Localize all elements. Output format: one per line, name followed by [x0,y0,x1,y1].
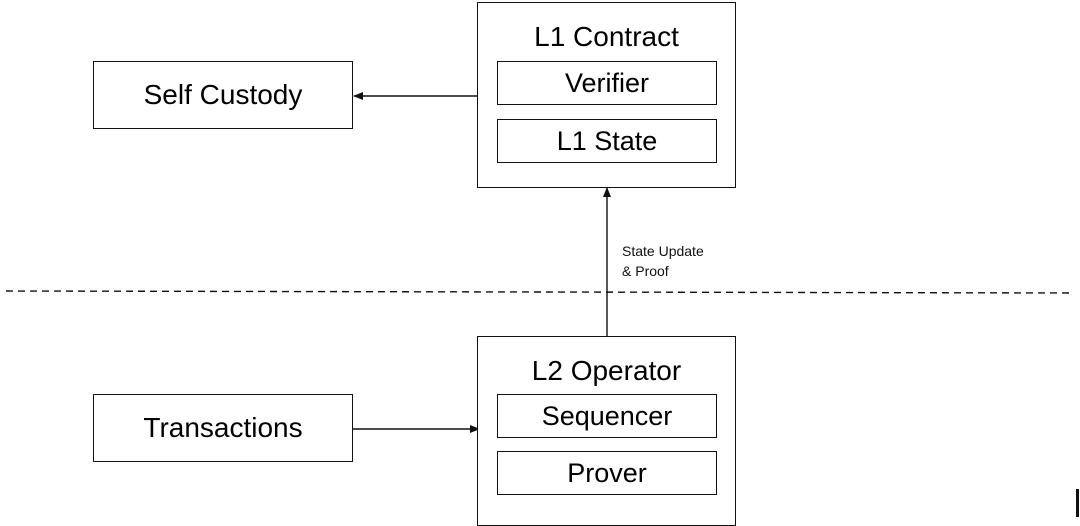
l2-operator-box: L2 Operator Sequencer Prover [477,336,736,526]
state-update-label-line-2: & Proof [622,263,669,279]
l1-contract-box: L1 Contract Verifier L1 State [477,2,736,188]
l1-contract-title: L1 Contract [534,21,679,52]
transactions-box: Transactions [93,394,353,462]
state-update-label: State Update & Proof [622,241,704,281]
prover-box: Prover [497,451,717,495]
sequencer-box: Sequencer [497,394,717,438]
verifier-box: Verifier [497,61,717,105]
state-update-label-line-1: State Update [622,243,704,259]
layer-boundary-dashed-line [5,290,1075,294]
l1-state-box: L1 State [497,119,717,163]
self-custody-box: Self Custody [93,61,353,129]
edge-artifact-bar [1076,489,1079,517]
l2-operator-title: L2 Operator [531,355,682,386]
